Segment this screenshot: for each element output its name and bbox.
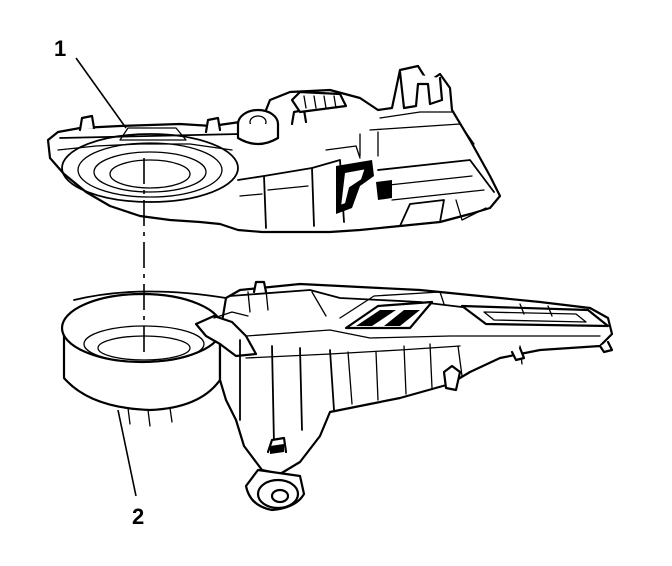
callout-1-label: 1 [54,36,66,61]
lower-blower-case [60,280,614,512]
callout-2-label: 2 [132,504,144,529]
leader-line-2 [117,409,137,497]
leader-line-1 [75,57,127,129]
upper-blower-case [46,64,502,234]
